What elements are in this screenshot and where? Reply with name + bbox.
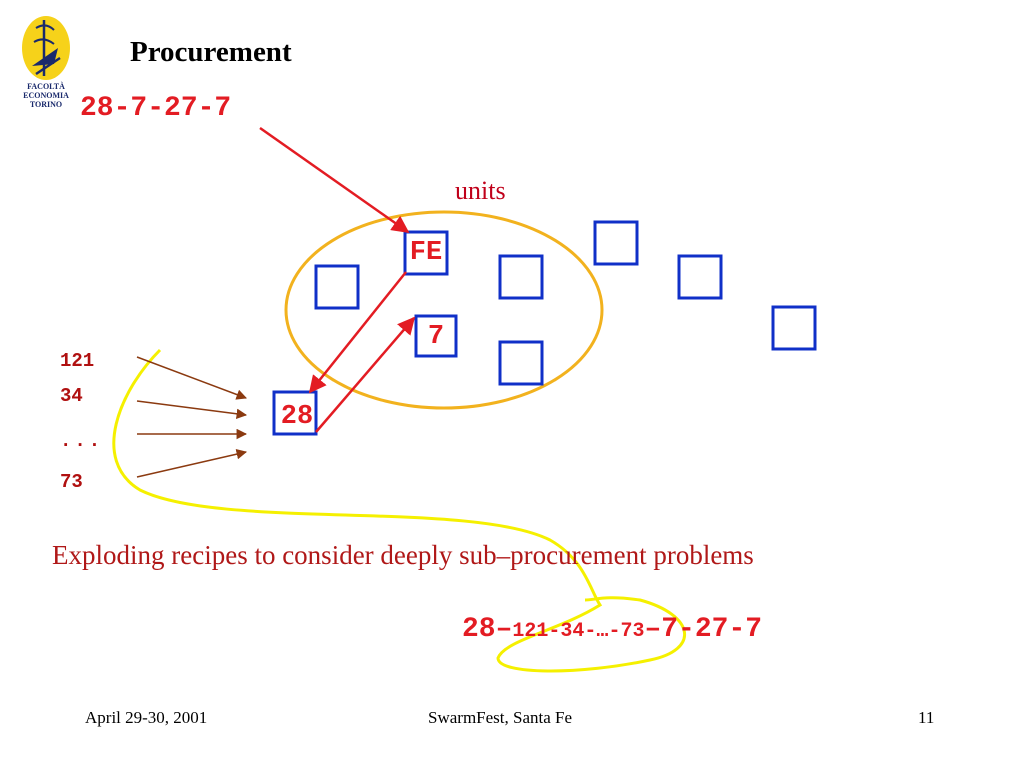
unit-box-7 [414, 314, 458, 358]
code-bottom-prefix: 28– [462, 614, 513, 645]
code-bottom-suffix: –7-27-7 [644, 614, 763, 645]
code-bottom-middle: 121-34-…-73 [512, 620, 645, 643]
code-top: 28-7-27-7 [80, 93, 232, 124]
unit-box-fe [403, 230, 449, 276]
footer-page-number: 11 [918, 708, 935, 727]
footer-event: SwarmFest, Santa Fe [428, 708, 573, 727]
unit-box-28 [272, 390, 318, 436]
unit-box [498, 340, 544, 386]
units-ellipse [284, 210, 604, 410]
source-label: 34 [60, 385, 83, 407]
node-label-fe: FE [409, 238, 443, 268]
arrow-fe-to-28 [308, 271, 407, 394]
arrow-28-to-7 [315, 316, 416, 433]
source-label: ... [60, 430, 104, 452]
node-label-28: 28 [280, 402, 314, 432]
code-bottom: 28–121-34-…-73–7-27-7 [462, 614, 762, 645]
unit-box [593, 220, 639, 266]
highlight-loop [112, 348, 686, 673]
footer-date: April 29-30, 2001 [85, 708, 208, 727]
faculty-logo [22, 16, 70, 80]
arrow-source-121 [136, 356, 247, 400]
slide-title: Procurement [130, 36, 292, 68]
arrow-source-34 [136, 400, 248, 420]
arrow-source-73 [136, 448, 248, 478]
source-label: 73 [60, 471, 83, 493]
unit-box [771, 305, 817, 351]
source-label: 121 [60, 350, 95, 372]
logo-text: FACOLTÀ ECONOMIA TORINO [23, 82, 69, 109]
node-label-7: 7 [427, 322, 445, 352]
unit-box [677, 254, 723, 300]
caption: Exploding recipes to consider deeply sub… [52, 540, 754, 570]
units-label: units [455, 176, 506, 205]
arrow-code-to-fe [259, 126, 410, 234]
unit-box [314, 264, 360, 310]
unit-box [498, 254, 544, 300]
